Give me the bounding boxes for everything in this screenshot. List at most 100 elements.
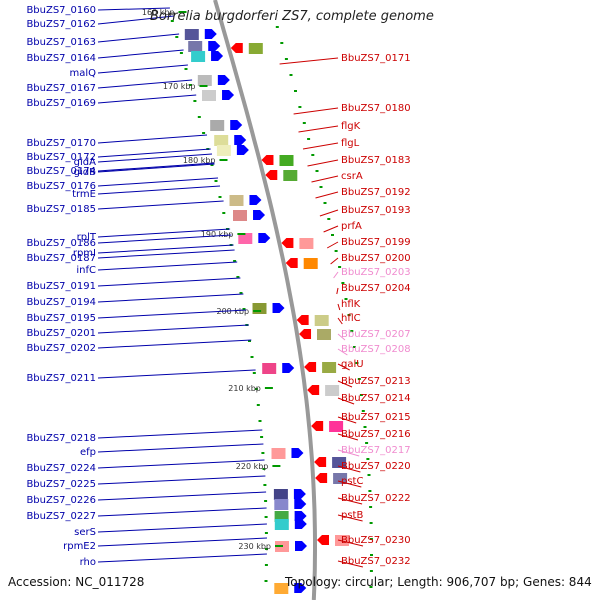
right-leader-line	[337, 514, 363, 522]
gene-block-forward	[233, 210, 247, 221]
gene-block-reverse	[332, 457, 347, 468]
right-leader-line	[337, 465, 361, 473]
left-gene-label: gidA	[74, 157, 96, 168]
track-dot-left	[254, 388, 258, 390]
left-leader-line	[97, 228, 231, 238]
left-gene-label: BbuZS7_0174	[26, 166, 96, 177]
left-leader-line	[97, 200, 224, 210]
gene-block-forward	[216, 145, 231, 156]
reverse-gene-arrow	[316, 535, 329, 545]
track-dot-right	[307, 138, 311, 140]
tick-label: 170 kbp	[163, 82, 196, 91]
track-dot-left	[250, 356, 254, 358]
left-leader-line	[97, 293, 244, 303]
track-dot-left	[214, 180, 218, 182]
right-gene-label: BbuZS7_0213	[341, 376, 411, 387]
gene-block-forward	[214, 135, 229, 146]
gene-block-reverse	[329, 421, 344, 432]
right-leader-line	[330, 257, 339, 265]
left-gene-label: trmE	[72, 189, 96, 200]
right-gene-label: hflK	[341, 299, 361, 310]
gene-block-forward	[262, 363, 277, 374]
gene-block-reverse	[299, 238, 314, 249]
right-gene-label: BbuZS7_0180	[341, 103, 411, 114]
track-dot-right	[359, 394, 363, 396]
left-gene-label: BbuZS7_0211	[26, 373, 96, 384]
right-leader-line	[337, 363, 350, 371]
gene-block-reverse	[279, 155, 294, 166]
forward-gene-arrow	[291, 448, 304, 458]
track-dot-left	[262, 468, 266, 470]
genome-backbone-line	[213, 0, 317, 600]
track-dot-left	[189, 84, 192, 86]
forward-gene-arrow	[294, 541, 307, 551]
track-dot-right	[284, 58, 288, 60]
right-gene-label: BbuZS7_0192	[341, 187, 411, 198]
right-gene-label: BbuZS7_0230	[341, 535, 411, 546]
gene-block-forward	[197, 75, 212, 86]
left-gene-label: rplT	[77, 232, 97, 243]
track-dot-right	[361, 410, 365, 412]
track-dot-right	[275, 26, 279, 28]
tick-label: 190 kbp	[201, 230, 234, 239]
gene-block-forward	[274, 499, 289, 510]
gene-block-reverse	[303, 258, 318, 269]
forward-gene-arrow	[294, 583, 307, 593]
left-gene-label: BbuZS7_0167	[26, 83, 96, 94]
left-leader-line	[97, 148, 211, 158]
left-gene-label: BbuZS7_0186	[26, 238, 96, 249]
track-dot-left	[236, 276, 240, 278]
right-leader-line	[307, 159, 339, 167]
right-leader-line	[337, 333, 346, 341]
left-leader-line	[97, 475, 266, 485]
left-gene-label: BbuZS7_0227	[26, 511, 96, 522]
gene-block-forward	[252, 303, 267, 314]
left-leader-line	[97, 507, 267, 517]
left-gene-label: BbuZS7_0194	[26, 297, 96, 308]
tick-mark	[272, 465, 281, 467]
tick-mark	[253, 310, 262, 312]
gene-block-forward	[271, 448, 286, 459]
track-dot-right	[347, 314, 351, 316]
track-dot-right	[334, 250, 338, 252]
gene-block-forward	[210, 120, 225, 131]
left-gene-label: BbuZS7_0160	[26, 5, 96, 16]
right-gene-label: BbuZS7_0215	[341, 412, 411, 423]
left-gene-label: BbuZS7_0225	[26, 479, 96, 490]
left-leader-line	[97, 339, 252, 349]
track-dot-right	[353, 346, 356, 348]
track-dot-right	[369, 506, 373, 508]
gene-block-forward	[273, 489, 288, 500]
left-gene-label: efp	[80, 447, 96, 458]
left-leader-line	[97, 369, 256, 379]
track-dot-left	[258, 420, 262, 422]
forward-gene-arrow	[294, 519, 307, 529]
right-gene-label: pstC	[341, 476, 363, 487]
forward-gene-arrow	[211, 51, 224, 61]
left-leader-line	[97, 249, 235, 259]
right-gene-label: BbuZS7_0171	[341, 53, 411, 64]
left-gene-label: rpmI	[73, 248, 96, 259]
right-leader-line	[337, 433, 359, 441]
track-dot-right	[311, 154, 315, 156]
right-leader-line	[336, 287, 339, 295]
right-gene-label: pstB	[341, 510, 363, 521]
right-gene-label: prfA	[341, 221, 362, 232]
right-gene-label: flgL	[341, 138, 360, 149]
tick-label: 180 kbp	[183, 156, 216, 165]
forward-gene-arrow	[234, 135, 247, 145]
track-dot-right	[369, 586, 373, 588]
tick-mark	[264, 387, 273, 389]
track-dot-right	[289, 74, 293, 76]
track-dot-right	[357, 378, 361, 380]
gene-block-forward	[229, 195, 244, 206]
reverse-gene-arrow	[307, 385, 320, 395]
track-dot-left	[210, 164, 214, 166]
gene-block-reverse	[333, 473, 348, 484]
left-gene-label: rho	[80, 557, 96, 568]
right-leader-line	[337, 449, 360, 457]
left-gene-label: BbuZS7_0185	[26, 204, 96, 215]
right-leader-line	[319, 209, 339, 217]
left-leader-line	[97, 234, 232, 244]
gene-block-forward	[274, 583, 289, 594]
